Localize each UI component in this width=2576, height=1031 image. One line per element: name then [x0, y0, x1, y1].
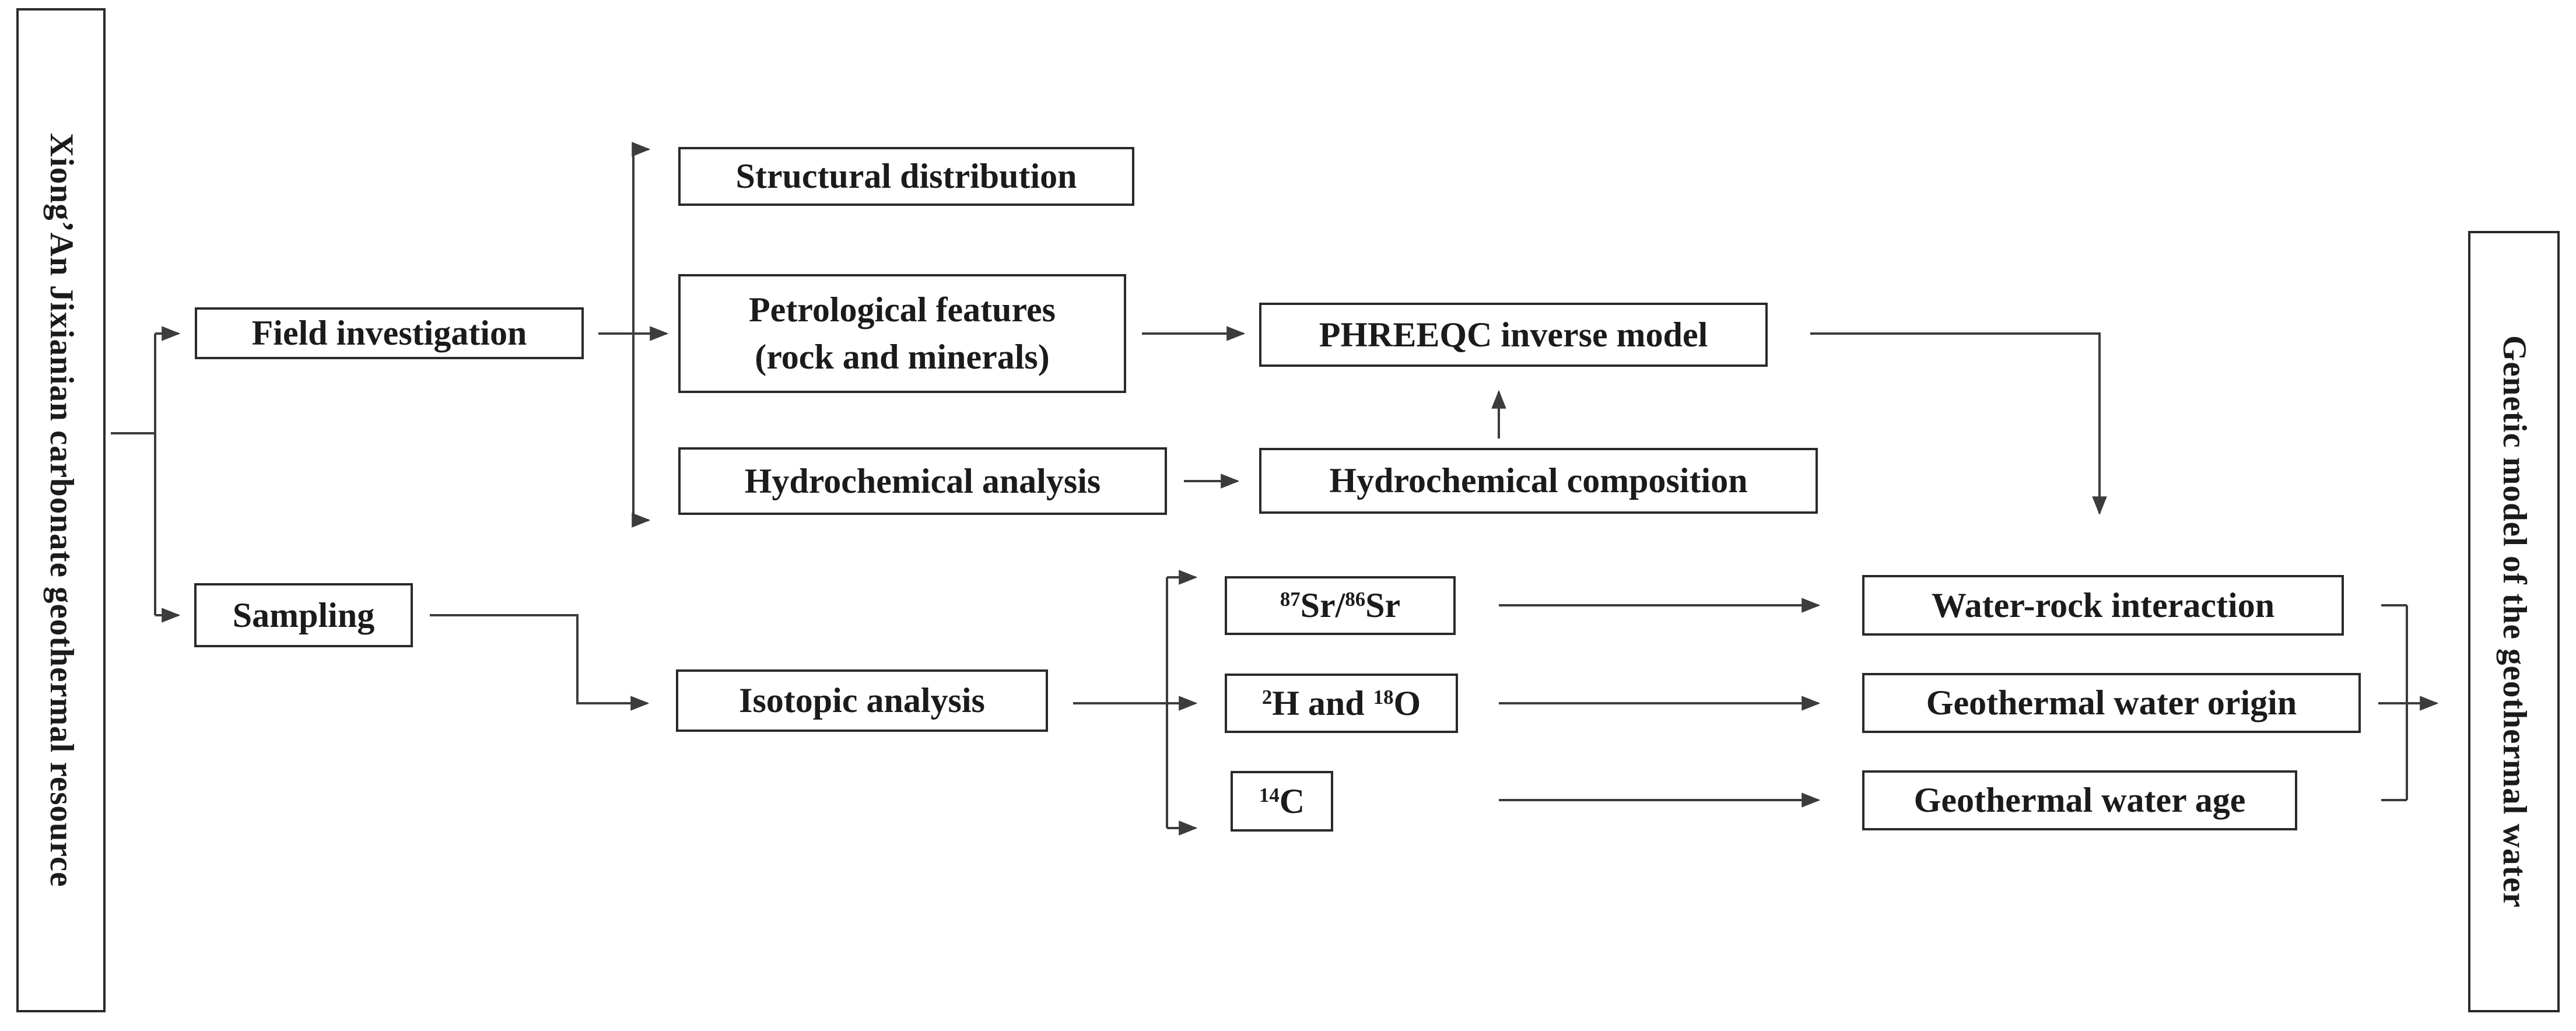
node-label: 14C [1259, 781, 1305, 820]
node-label: 87Sr/86Sr [1280, 586, 1401, 625]
node-label: Structural distribution [735, 157, 1077, 195]
petrological-line1: Petrological features [749, 290, 1056, 329]
node-sr-isotope-ratio: 87Sr/86Sr [1225, 576, 1456, 635]
node-label: Petrological features (rock and minerals… [749, 286, 1056, 381]
result-panel-label: Genetic model of the geothermal water [2496, 335, 2533, 908]
petrological-line2: (rock and minerals) [755, 338, 1050, 376]
node-h-o-isotopes: 2H and 18O [1225, 674, 1458, 733]
node-c14-isotope: 14C [1231, 771, 1333, 832]
node-label: Hydrochemical composition [1329, 461, 1748, 500]
node-source-panel: Xiong’An Jixianian carbonate geothermal … [16, 8, 106, 1012]
arrow-sampling-to-isotopic [430, 614, 650, 711]
node-label: Geothermal water origin [1926, 683, 2297, 722]
node-label: Field investigation [251, 314, 527, 352]
node-label: Sampling [232, 595, 375, 634]
node-petrological-features: Petrological features (rock and minerals… [678, 274, 1126, 393]
node-phreeqc-inverse-model: PHREEQC inverse model [1259, 303, 1768, 367]
node-hydrochemical-analysis: Hydrochemical analysis [678, 447, 1167, 515]
node-sampling: Sampling [194, 583, 413, 647]
node-label: Geothermal water age [1913, 781, 2246, 819]
node-result-panel: Genetic model of the geothermal water [2468, 231, 2560, 1012]
node-label: Hydrochemical analysis [744, 461, 1101, 500]
node-label: Isotopic analysis [739, 681, 985, 720]
arrow-phreeqc-to-water-rock [1810, 332, 2107, 516]
node-label: 2H and 18O [1261, 683, 1421, 723]
node-water-rock-interaction: Water-rock interaction [1862, 575, 2344, 636]
node-field-investigation: Field investigation [195, 307, 584, 359]
node-geothermal-water-age: Geothermal water age [1862, 770, 2297, 830]
node-isotopic-analysis: Isotopic analysis [676, 669, 1048, 732]
node-label: PHREEQC inverse model [1319, 315, 1708, 354]
node-hydrochemical-composition: Hydrochemical composition [1259, 448, 1818, 514]
node-geothermal-water-origin: Geothermal water origin [1862, 673, 2361, 733]
node-label: Water-rock interaction [1931, 585, 2275, 625]
source-panel-label: Xiong’An Jixianian carbonate geothermal … [43, 133, 80, 888]
node-structural-distribution: Structural distribution [678, 147, 1134, 206]
